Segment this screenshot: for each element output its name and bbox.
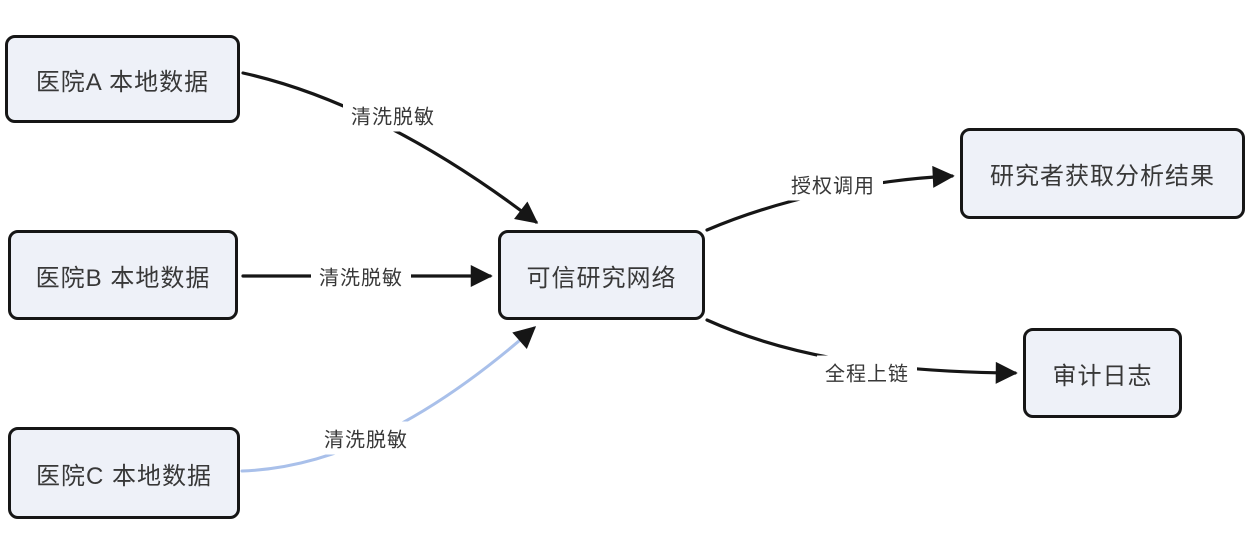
node-audit-label: 审计日志: [1052, 362, 1153, 390]
node-hospital-b-label: 医院B 本地数据: [35, 264, 211, 292]
node-audit-log: 审计日志: [1023, 328, 1182, 418]
edge-hospital-a-to-network: [241, 71, 539, 224]
edge-label-network-to-research: 授权调用: [783, 167, 883, 201]
edge-label-network-to-audit: 全程上链: [817, 355, 917, 389]
node-trusted-research-network: 可信研究网络: [498, 230, 705, 320]
node-hospital-c: 医院C 本地数据: [8, 427, 240, 519]
node-network-label: 可信研究网络: [526, 264, 677, 292]
edge-label-b-to-network: 清洗脱敏: [311, 259, 411, 293]
node-hospital-a: 医院A 本地数据: [5, 35, 240, 123]
node-hospital-b: 医院B 本地数据: [8, 230, 238, 320]
node-research-label: 研究者获取分析结果: [990, 163, 1215, 190]
edge-label-c-to-network: 清洗脱敏: [316, 421, 416, 455]
node-researcher-results: 研究者获取分析结果: [960, 128, 1245, 219]
node-hospital-c-label: 医院C 本地数据: [36, 462, 212, 490]
edge-label-a-to-network: 清洗脱敏: [343, 98, 443, 132]
node-hospital-a-label: 医院A 本地数据: [35, 68, 210, 96]
